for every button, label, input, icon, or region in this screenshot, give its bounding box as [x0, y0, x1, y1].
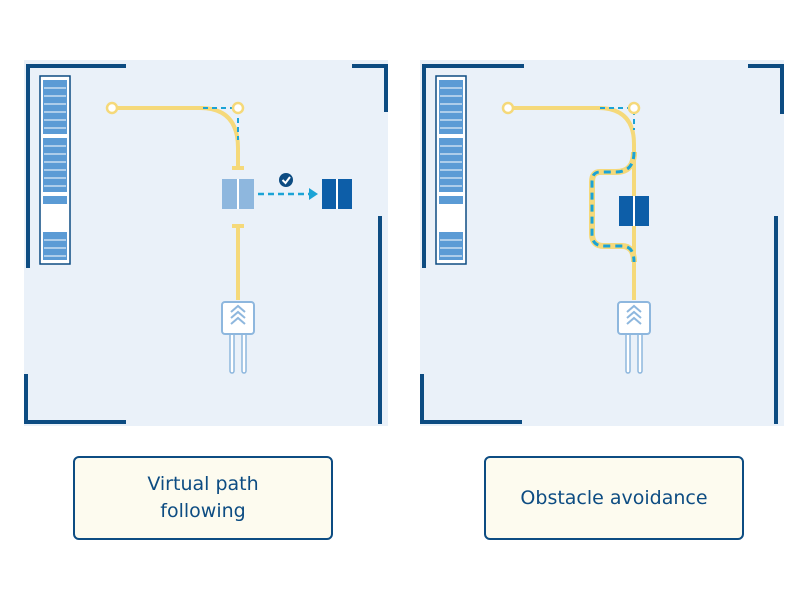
caption-virtual-path-following: Virtual path following [147, 473, 259, 522]
wall-top-right [352, 64, 388, 112]
panel-left [24, 60, 388, 426]
caption-box-right: Obstacle avoidance [484, 456, 744, 540]
caption-obstacle-avoidance: Obstacle avoidance [520, 486, 708, 509]
path-corner-node [627, 101, 641, 115]
floor-area [24, 60, 388, 426]
path-start-node [105, 101, 119, 115]
path-corner-node [231, 101, 245, 115]
shelving-rack [435, 75, 467, 265]
pallet-light [222, 179, 254, 209]
virtual-path [105, 101, 245, 300]
check-icon [279, 173, 293, 187]
wall-bottom-left [420, 374, 522, 424]
virtual-path [501, 101, 641, 300]
wall-bottom-left [24, 374, 126, 424]
wall-top-left [422, 64, 524, 268]
wall-top-left [26, 64, 126, 268]
arrow-right-icon-head [309, 188, 318, 200]
avoidance-route-dashed [590, 151, 636, 263]
shelving-rack [39, 75, 71, 265]
wall-top-right [748, 64, 784, 114]
path-start-node [501, 101, 515, 115]
caption-box-left: Virtual path following [73, 456, 333, 540]
pallet-dark [322, 179, 352, 209]
obstacle [619, 196, 649, 226]
panel-right [420, 60, 784, 426]
